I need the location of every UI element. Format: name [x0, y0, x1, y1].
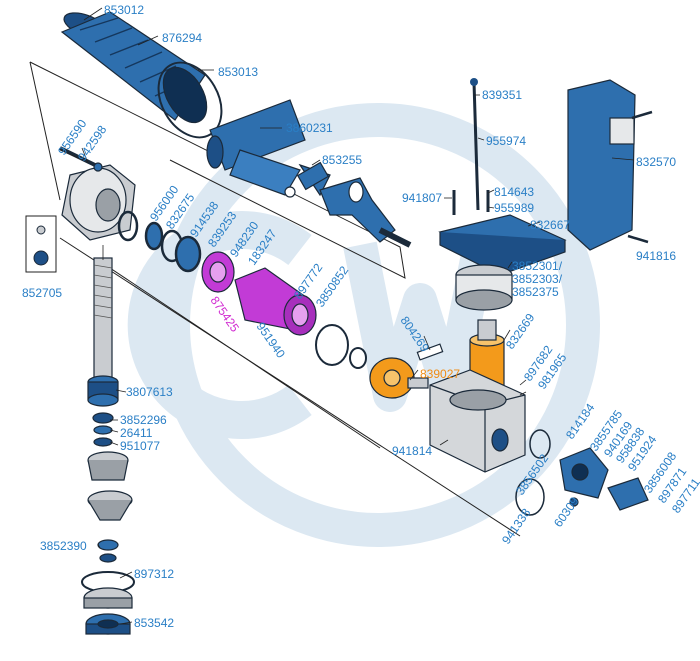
label-26411: 26411: [120, 426, 153, 440]
label-955974: 955974: [486, 134, 526, 148]
label-941816: 941816: [636, 249, 676, 263]
label-3852296: 3852296: [120, 413, 167, 427]
seal-853542: [85, 613, 131, 635]
yoke-shaft: [319, 177, 412, 248]
clamp-ring-853013: [157, 61, 223, 139]
pinion-gear-839027: [369, 357, 429, 399]
detail-box-852705: [25, 215, 57, 273]
label-955989: 955989: [494, 201, 534, 215]
bolt-956590: [59, 146, 103, 172]
label-814643: 814643: [494, 185, 534, 199]
label-852705: 852705: [22, 286, 62, 300]
bearing-3807613: [87, 375, 119, 407]
label-853012: 853012: [104, 3, 144, 17]
label-853542: 853542: [134, 616, 174, 630]
leader-lines: [59, 7, 635, 625]
flange-assembly: [515, 429, 649, 516]
label-897312: 897312: [134, 567, 174, 581]
cross-kit-853255: [284, 161, 330, 198]
label-832570: 832570: [636, 155, 676, 169]
label-853255: 853255: [322, 153, 362, 167]
label-941814: 941814: [392, 444, 432, 458]
bellows-boot: [60, 11, 208, 124]
label-941807: 941807: [402, 191, 442, 205]
shim-804269: [416, 343, 444, 361]
small-parts-stack: [92, 412, 114, 447]
label-60309: 60309: [551, 494, 582, 530]
bearing-3852301: [455, 264, 513, 311]
vertical-shaft: [93, 257, 113, 379]
label-3860231: 3860231: [286, 121, 333, 135]
bolt-839351: [470, 78, 480, 211]
label-3852301: 3852301/: [512, 259, 563, 273]
bolts-941807: [452, 190, 490, 215]
label-951077: 951077: [120, 439, 160, 453]
label-876294: 876294: [162, 31, 202, 45]
label-3807613: 3807613: [126, 385, 173, 399]
lower-bearing-897312: [81, 571, 135, 609]
label-3852390: 3852390: [40, 539, 87, 553]
bell-housing: [61, 164, 136, 241]
label-832669: 832669: [503, 311, 538, 352]
gear-housing-941814: [429, 369, 526, 473]
label-3852375: 3852375: [512, 285, 559, 299]
label-853013: 853013: [218, 65, 258, 79]
side-bracket-832570: [567, 79, 653, 251]
label-875425: 875425: [208, 294, 243, 335]
bearing-875425: [201, 251, 235, 293]
seal-rings: [117, 210, 202, 273]
label-839351: 839351: [482, 88, 522, 102]
cm-circle-logo: [127, 103, 600, 547]
label-839027: 839027: [420, 367, 460, 381]
o-ring-3850852: [315, 324, 367, 369]
lower-gear-assembly: [87, 451, 133, 563]
label-832667: 832667: [530, 218, 570, 232]
bearing-897772: [234, 267, 317, 336]
label-3852303: 3852303/: [512, 272, 563, 286]
